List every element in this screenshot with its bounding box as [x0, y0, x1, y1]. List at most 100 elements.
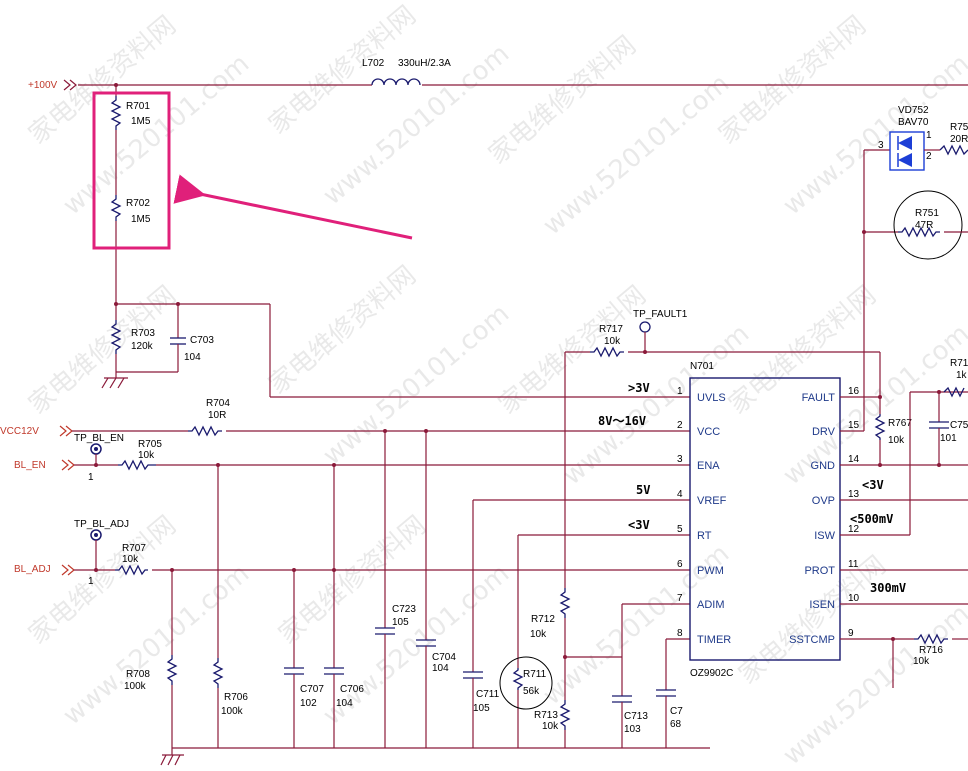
svg-text:C704: C704: [432, 652, 456, 663]
ic-pin-number: 14: [848, 454, 860, 465]
svg-text:1k: 1k: [956, 370, 968, 381]
svg-text:R711: R711: [523, 669, 547, 680]
ic-pin-label: ISW: [814, 530, 835, 542]
resistor-r751: R751 47R: [893, 190, 968, 260]
resistor-r704: R704 10R: [188, 398, 230, 437]
resistor-r767: R767 10k: [874, 397, 912, 465]
svg-text:68: 68: [670, 719, 682, 730]
ic-pin-number: 9: [848, 628, 854, 639]
ic-pin-label: FAULT: [802, 392, 836, 404]
svg-text:1M5: 1M5: [131, 214, 151, 225]
svg-text:102: 102: [300, 698, 317, 709]
annotation-isen: 300mV: [870, 581, 906, 595]
resistor-r703: R703 120k: [110, 320, 155, 354]
wire-pwm: [74, 568, 690, 572]
svg-text:105: 105: [473, 703, 490, 714]
svg-text:104: 104: [184, 352, 201, 363]
svg-text:1: 1: [88, 472, 94, 483]
svg-text:C713: C713: [624, 711, 648, 722]
capacitor-c706: C706 104: [324, 463, 364, 748]
svg-text:BAV70: BAV70: [898, 117, 929, 128]
capacitor-c7x: C7 68: [656, 638, 690, 748]
svg-text:105: 105: [392, 617, 409, 628]
resistor-r707: R707 10k: [115, 543, 148, 576]
svg-text:R706: R706: [224, 692, 248, 703]
svg-text:10k: 10k: [542, 721, 559, 732]
rail-100v: [78, 83, 968, 87]
wire-drv: [840, 149, 898, 432]
svg-text:104: 104: [432, 663, 449, 674]
capacitor-c711: C711 105: [463, 499, 690, 748]
svg-text:R75: R75: [950, 122, 968, 133]
ic-pin-number: 8: [677, 628, 683, 639]
svg-text:C706: C706: [340, 684, 364, 695]
svg-text:R71: R71: [950, 358, 968, 369]
svg-text:C723: C723: [392, 604, 416, 615]
svg-text:1M5: 1M5: [131, 116, 151, 127]
svg-text:330uH/2.3A: 330uH/2.3A: [398, 58, 451, 69]
testpoint-bl-adj: TP_BL_ADJ 1: [74, 519, 129, 587]
svg-text:C711: C711: [476, 689, 500, 700]
svg-text:1: 1: [926, 130, 932, 141]
svg-text:+100V: +100V: [28, 80, 58, 91]
highlight-box: [92, 91, 171, 250]
svg-text:TP_BL_ADJ: TP_BL_ADJ: [74, 519, 129, 530]
wire-fault: [840, 395, 882, 399]
svg-text:104: 104: [336, 698, 353, 709]
capacitor-c713: C713 103: [612, 695, 648, 748]
resistor-r701: R701 1M5: [110, 96, 151, 130]
svg-text:47R: 47R: [915, 220, 933, 231]
svg-text:R767: R767: [888, 418, 912, 429]
svg-text:10R: 10R: [208, 410, 226, 421]
ic-pin-label: ENA: [697, 460, 720, 472]
svg-text:BL_EN: BL_EN: [14, 460, 46, 471]
ic-pin-number: 13: [848, 489, 860, 500]
annotation-vref: 5V: [636, 483, 650, 497]
ic-pin-number: 1: [677, 386, 683, 397]
svg-text:C707: C707: [300, 684, 324, 695]
annotation-rt: <3V: [628, 518, 650, 532]
ic-pin-label: UVLS: [697, 392, 726, 404]
resistor-r713: R713 10k: [534, 700, 571, 748]
svg-text:R702: R702: [126, 198, 150, 209]
svg-text:10k: 10k: [122, 554, 139, 565]
svg-text:2: 2: [926, 151, 932, 162]
svg-text:R701: R701: [126, 101, 150, 112]
svg-text:R717: R717: [599, 324, 623, 335]
ic-pin-number: 15: [848, 420, 860, 431]
svg-text:VCC12V: VCC12V: [0, 426, 39, 437]
ground-symbol-bottom: [160, 748, 184, 766]
testpoint-fault: TP_FAULT1: [633, 309, 688, 352]
annotation-isw: <500mV: [850, 512, 893, 526]
svg-text:10k: 10k: [138, 450, 155, 461]
ic-pin-label: VCC: [697, 426, 720, 438]
ic-n701: N701 OZ9902C 1UVLS2VCC3ENA4VREF5RT6PWM7A…: [677, 361, 860, 679]
svg-text:VD752: VD752: [898, 105, 929, 116]
wire-vcc: [72, 429, 690, 433]
svg-text:100k: 100k: [124, 681, 147, 692]
svg-text:R713: R713: [534, 710, 558, 721]
ic-pin-number: 3: [677, 454, 683, 465]
ic-pin-label: RT: [697, 530, 712, 542]
svg-text:TP_FAULT1: TP_FAULT1: [633, 309, 688, 320]
svg-text:L702: L702: [362, 58, 385, 69]
net-label-vcc12v: VCC12V: [0, 425, 73, 437]
ic-pin-label: TIMER: [697, 634, 731, 646]
wire-ena: [74, 463, 690, 467]
testpoint-bl-en: TP_BL_EN 1: [74, 433, 124, 483]
svg-text:TP_BL_EN: TP_BL_EN: [74, 433, 124, 444]
ic-pin-label: ISEN: [809, 599, 835, 611]
svg-text:R704: R704: [206, 398, 230, 409]
ic-pin-label: VREF: [697, 495, 727, 507]
resistor-r712: R712 10k: [530, 588, 571, 700]
svg-text:10k: 10k: [913, 656, 930, 667]
svg-text:10k: 10k: [530, 629, 547, 640]
uvls-divider-node: [114, 302, 690, 398]
resistor-r75x: R75 20R: [939, 122, 968, 156]
ic-pin-label: PROT: [804, 565, 835, 577]
capacitor-c704: C704 104: [416, 431, 456, 748]
svg-text:1: 1: [88, 576, 94, 587]
net-label-100v: +100V: [28, 79, 77, 91]
resistor-r717: R717 10k: [565, 324, 881, 397]
